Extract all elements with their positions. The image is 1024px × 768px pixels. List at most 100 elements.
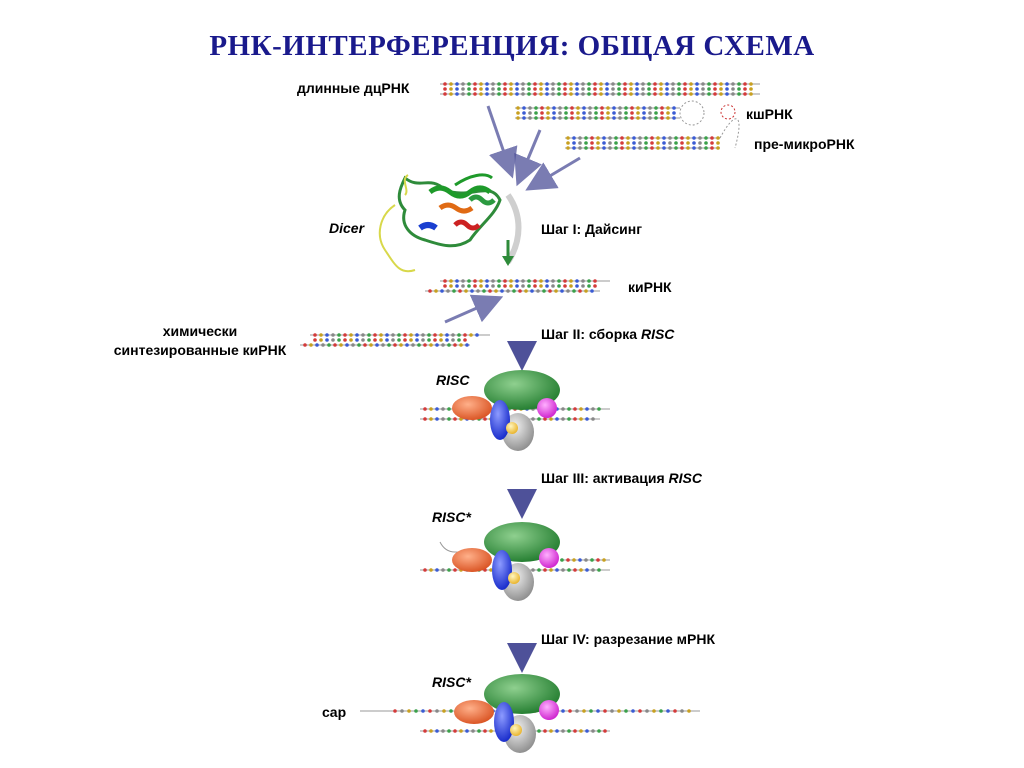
nucleotide [566,146,570,150]
nucleotide [483,729,487,733]
nucleotide [509,87,513,91]
nucleotide [494,289,498,293]
nucleotide [445,338,449,342]
nucleotide [543,417,547,421]
nucleotide [551,284,555,288]
nucleotide [482,289,486,293]
nucleotide [749,87,753,91]
nucleotide [591,568,595,572]
nucleotide [573,729,577,733]
nucleotide [552,116,556,120]
nucleotide [515,284,519,288]
nucleotide [552,111,556,115]
nucleotide [521,87,525,91]
arrow-shrna [514,129,542,187]
nucleotide [650,136,654,140]
nucleotide [575,87,579,91]
nucleotide [659,92,663,96]
nucleotide [698,136,702,140]
nucleotide [319,333,323,337]
nucleotide [524,289,528,293]
nucleotide [589,709,593,713]
nucleotide [534,116,538,120]
nucleotide [399,343,403,347]
nucleotide [603,729,607,733]
nucleotide [491,82,495,86]
nucleotide [546,111,550,115]
nucleotide [707,87,711,91]
nucleotide [566,289,570,293]
nucleotide [673,709,677,713]
nucleotide [611,82,615,86]
nucleotide [533,87,537,91]
step-2-text: Шаг II: сборка [541,326,641,342]
nucleotide [409,338,413,342]
nucleotide [549,729,553,733]
nucleotide [635,82,639,86]
nucleotide [545,279,549,283]
nucleotide [629,82,633,86]
nucleotide [713,87,717,91]
nucleotide [443,279,447,283]
nucleotide [447,729,451,733]
nucleotide [479,82,483,86]
nucleotide [351,343,355,347]
nucleotide [630,111,634,115]
nucleotide [449,92,453,96]
nucleotide [672,106,676,110]
nucleotide [528,116,532,120]
nucleotide [441,343,445,347]
nucleotide [593,279,597,283]
nucleotide [617,709,621,713]
nucleotide [737,87,741,91]
nucleotide [397,333,401,337]
nucleotide [367,333,371,337]
nucleotide [337,333,341,337]
sirna-label: киРНК [628,279,672,295]
nucleotide [441,568,445,572]
nucleotide [654,116,658,120]
nucleotide [557,279,561,283]
nucleotide [409,333,413,337]
nucleotide [337,338,341,342]
nucleotide [429,729,433,733]
nucleotide [453,343,457,347]
nucleotide [385,333,389,337]
nucleotide [397,338,401,342]
nucleotide [680,136,684,140]
nucleotide [539,284,543,288]
nucleotide [614,146,618,150]
nucleotide [652,709,656,713]
risc-active-label-1: RISC* [432,509,471,525]
nucleotide [665,87,669,91]
nucleotide [443,92,447,96]
nucleotide [566,558,570,562]
nucleotide [423,343,427,347]
nucleotide [683,87,687,91]
nucleotide [533,92,537,96]
nucleotide [561,709,565,713]
nucleotide [477,729,481,733]
nucleotide [319,338,323,342]
nucleotide [612,111,616,115]
nucleotide [445,333,449,337]
nucleotide [491,279,495,283]
nucleotide [626,136,630,140]
nucleotide [393,709,397,713]
nucleotide [545,87,549,91]
nucleotide [557,284,561,288]
nucleotide [563,284,567,288]
nucleotide [576,111,580,115]
nucleotide [357,343,361,347]
step-4-label: Шаг IV: разрезание мРНК [541,631,716,647]
nucleotide [590,289,594,293]
nucleotide [662,141,666,145]
nucleotide [434,289,438,293]
nucleotide [527,279,531,283]
nucleotide [545,82,549,86]
nucleotide [542,289,546,293]
nucleotide [540,116,544,120]
nucleotide [648,111,652,115]
nucleotide [545,284,549,288]
nucleotide [623,82,627,86]
